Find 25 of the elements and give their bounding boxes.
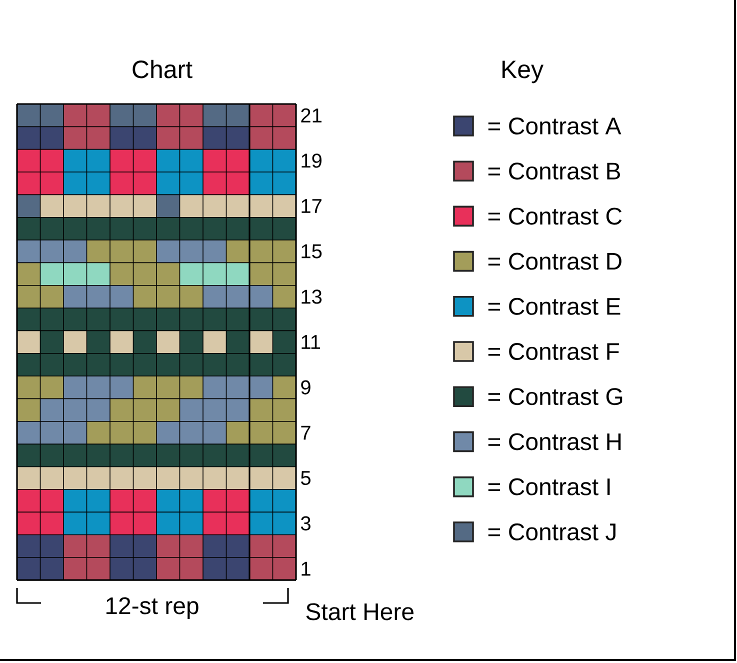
row-number: 15	[302, 244, 322, 258]
repeat-label: 12-st rep	[106, 597, 198, 619]
row-number: 7	[301, 426, 310, 440]
row-number: 19	[302, 154, 322, 168]
row-number: 21	[301, 108, 322, 122]
legend-text: = Contrast E	[488, 298, 620, 315]
row-number: 17	[302, 199, 322, 213]
legend-text: = Contrast C	[488, 208, 622, 225]
row-number: 5	[301, 471, 310, 486]
legend-text: = Contrast I	[488, 478, 610, 496]
legend-text: = Contrast D	[488, 252, 622, 270]
legend-text: = Contrast F	[488, 343, 619, 360]
legend-text: = Contrast J	[488, 523, 616, 540]
row-number: 3	[300, 516, 310, 530]
row-number: 11	[302, 335, 320, 349]
row-number: 13	[302, 290, 322, 304]
legend-text: = Contrast B	[488, 162, 620, 180]
heading: Key	[502, 60, 544, 84]
row-number: 1	[302, 562, 310, 576]
heading: Chart	[132, 60, 192, 78]
row-number: 9	[301, 380, 310, 394]
legend-text: = Contrast H	[488, 433, 621, 450]
start-label: Start Here	[306, 603, 414, 620]
legend-text: = Contrast G	[488, 388, 622, 406]
legend-text: = Contrast A	[488, 118, 622, 134]
